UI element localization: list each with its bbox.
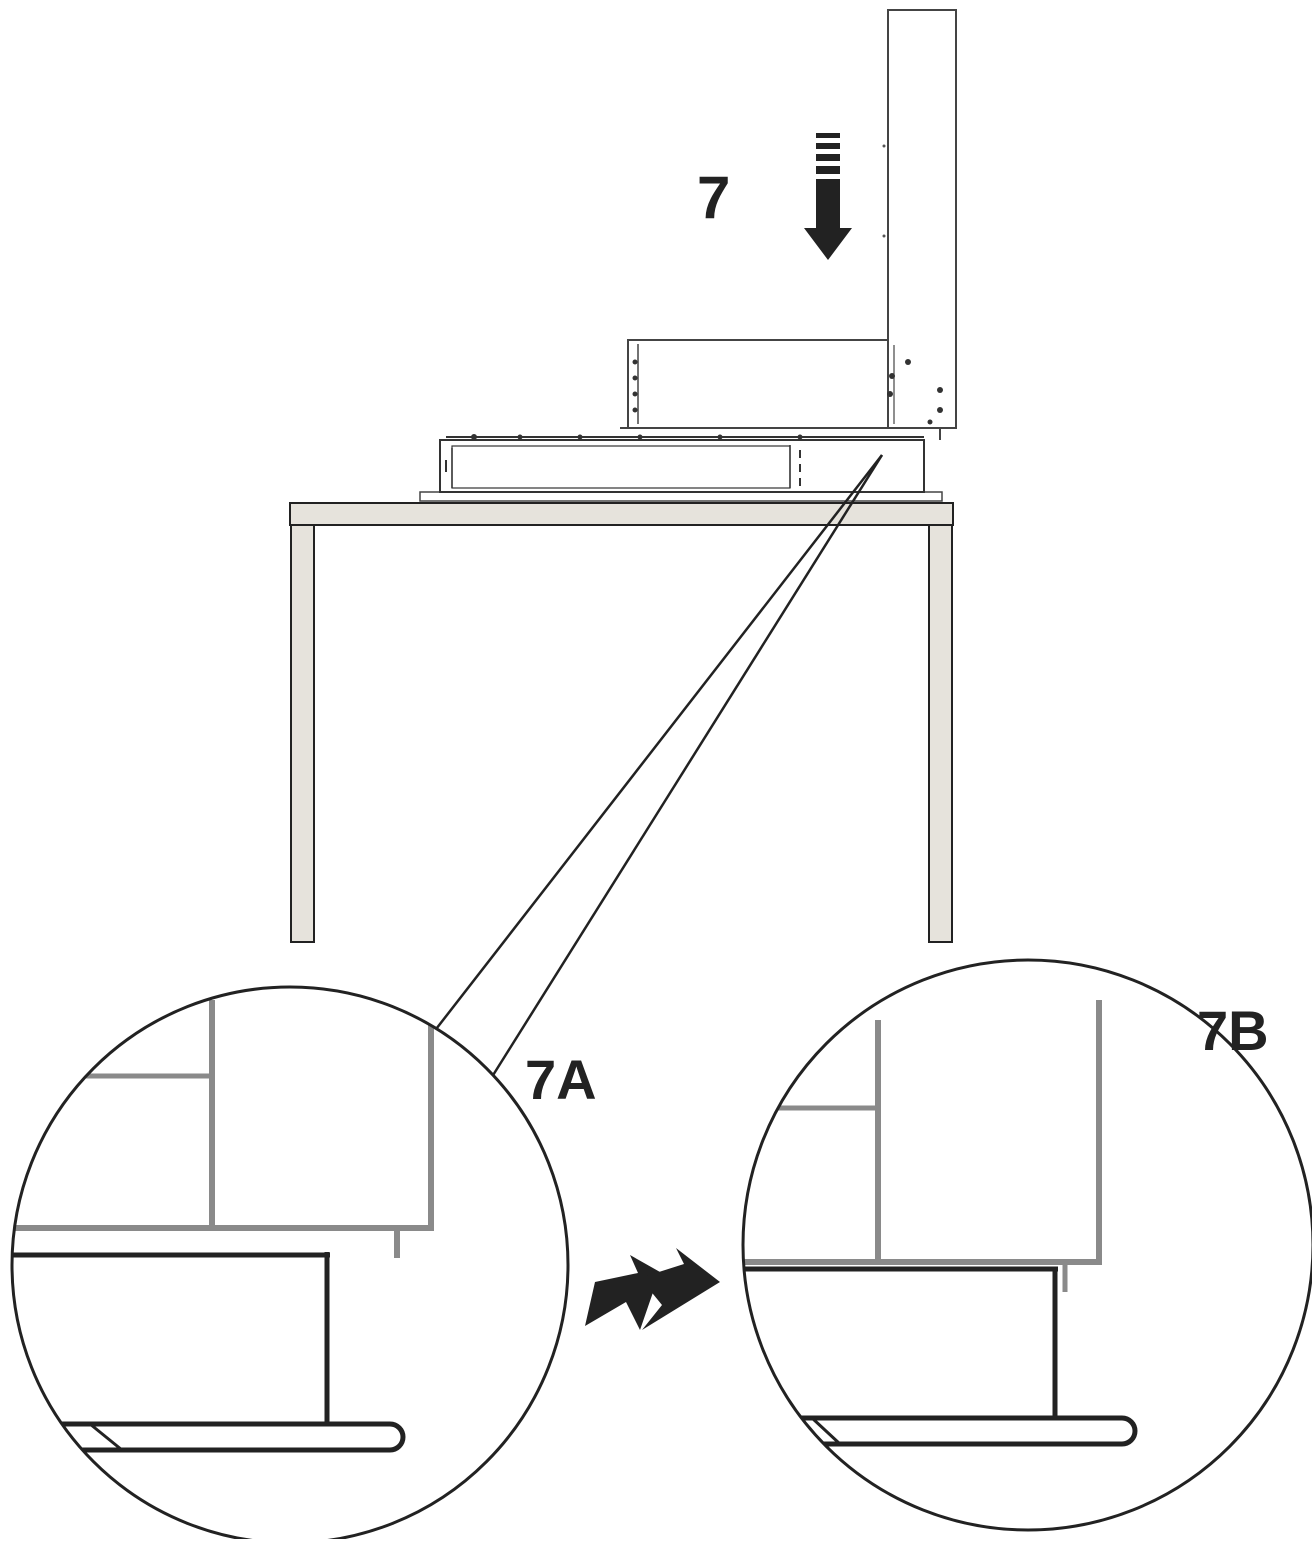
base-unit <box>419 434 943 502</box>
table-leg-left <box>290 524 315 943</box>
arrow-down-icon <box>804 133 852 260</box>
zoom-callout-lines <box>432 454 884 1081</box>
detail-a-label: 7A <box>525 1048 597 1111</box>
step-label: 7 <box>697 164 731 231</box>
double-arrow-right-icon <box>585 1248 720 1330</box>
hood-assembly <box>620 9 957 440</box>
base-housing <box>439 439 925 493</box>
base-plate <box>419 491 943 502</box>
hood-body <box>627 339 889 429</box>
hood-chimney <box>887 9 957 429</box>
table-top <box>289 502 954 526</box>
detail-7a-view <box>10 985 570 1544</box>
table-leg-right <box>928 524 953 943</box>
detail-b-label: 7B <box>1197 999 1269 1062</box>
table <box>289 502 954 943</box>
